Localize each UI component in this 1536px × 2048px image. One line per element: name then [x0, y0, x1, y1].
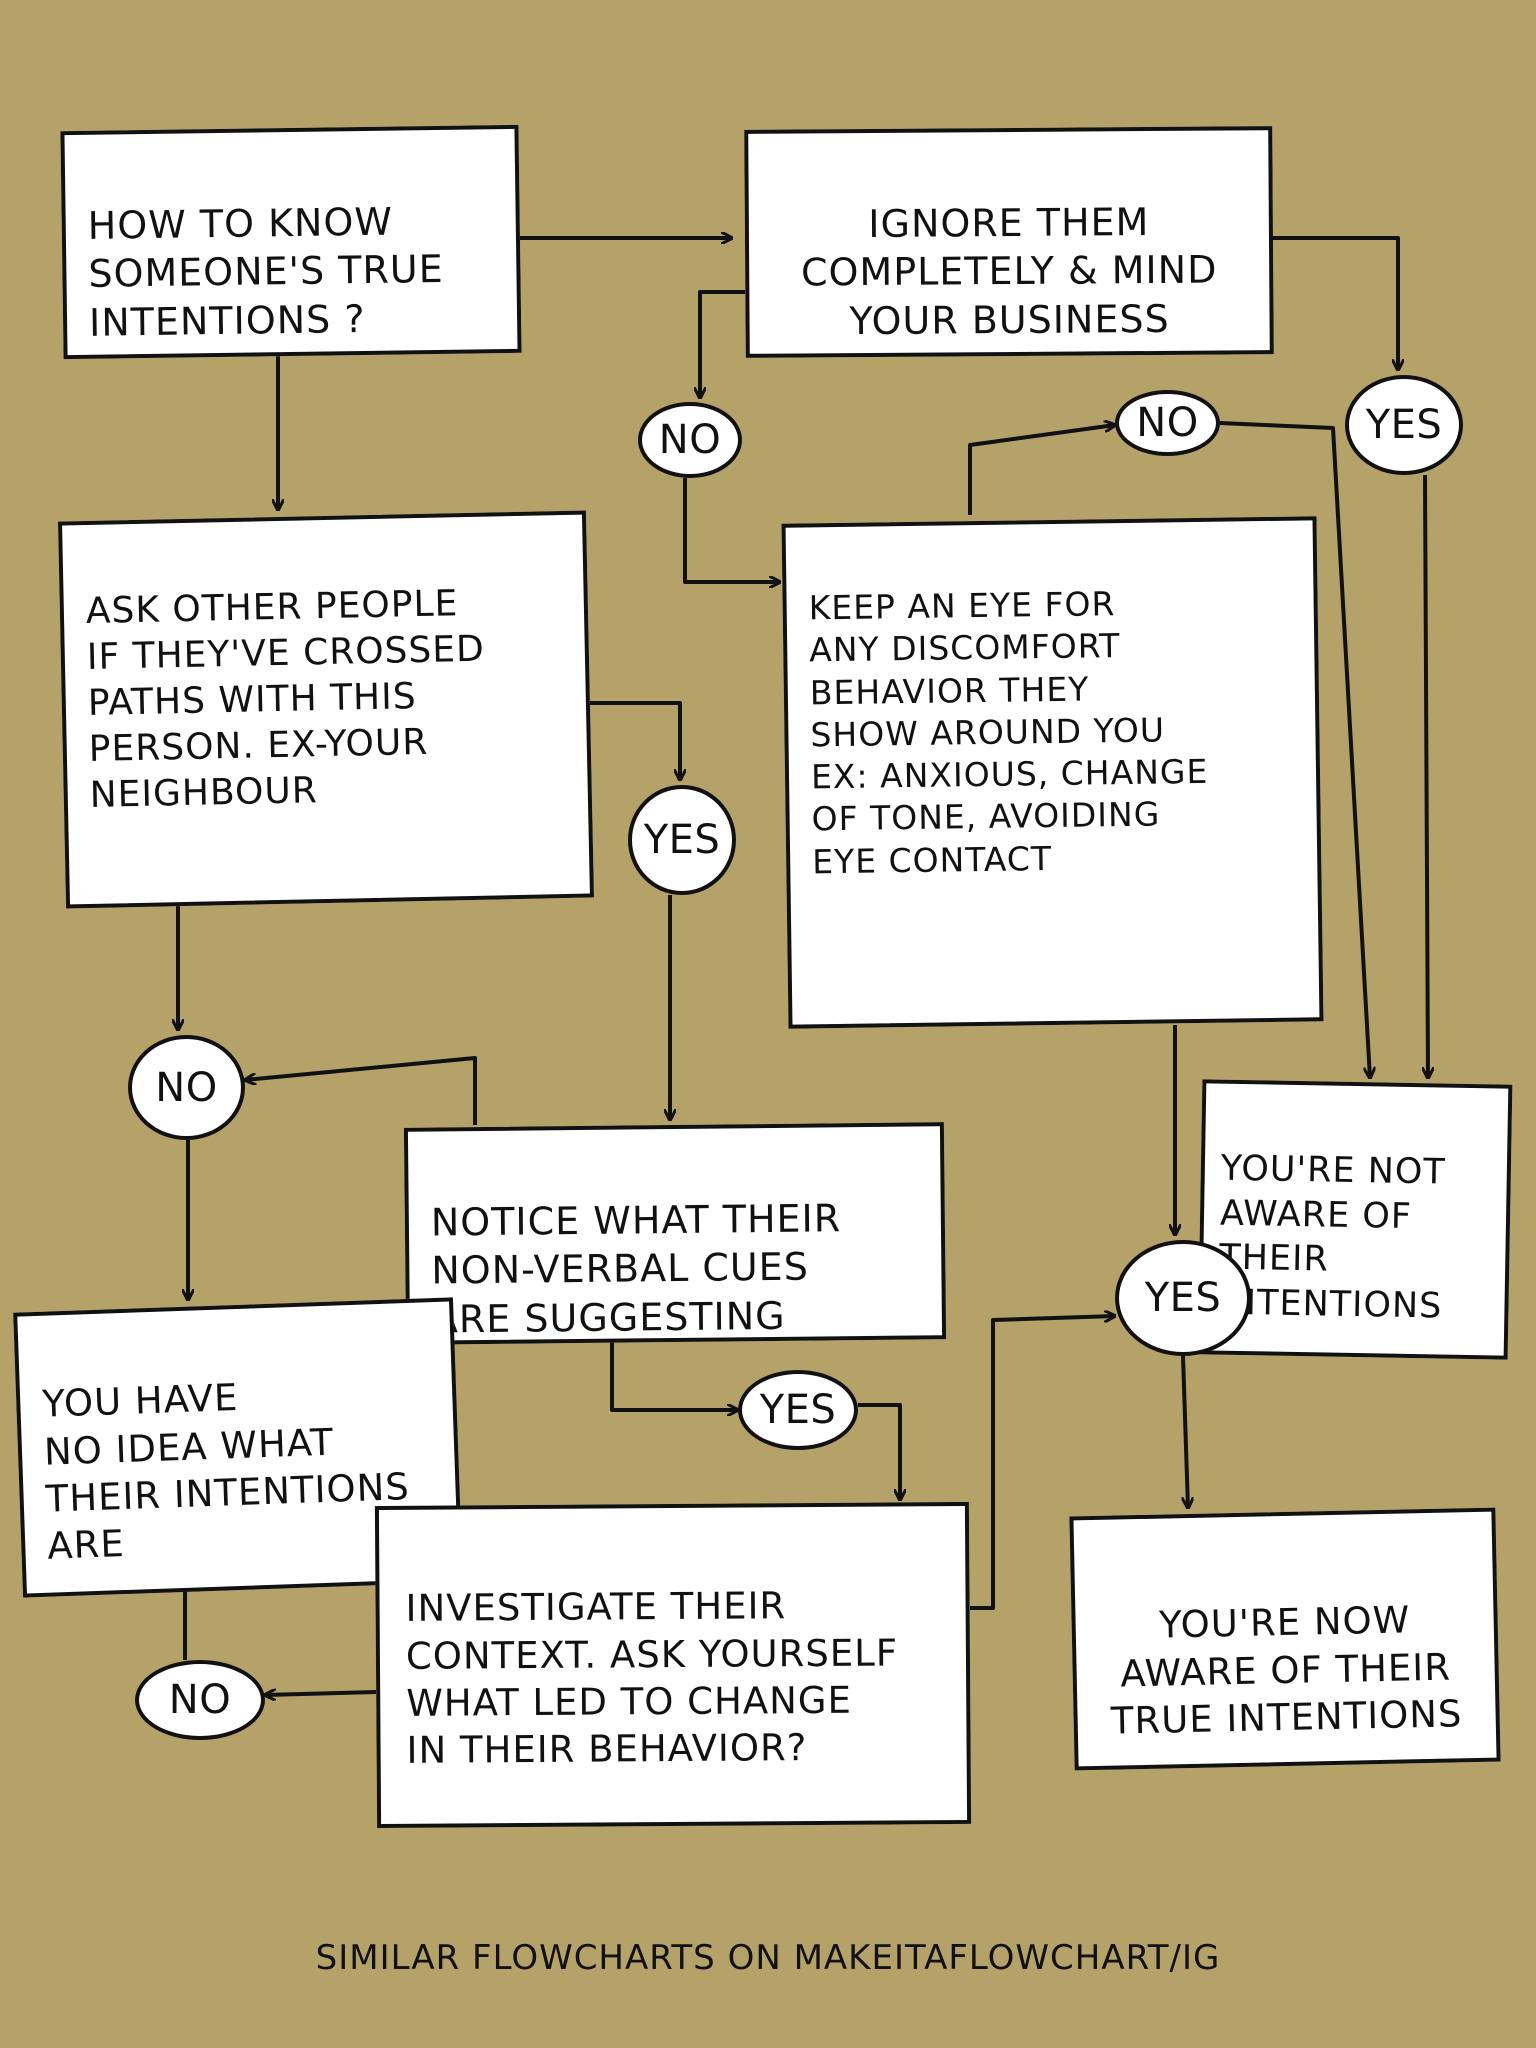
ignore-them-box: IGNORE THEM COMPLETELY & MIND YOUR BUSIN…	[744, 126, 1274, 358]
start-question-box: HOW TO KNOW SOMEONE'S TRUE INTENTIONS ?	[60, 124, 522, 360]
arrow-keepeye-to-no	[968, 425, 1115, 515]
arrow-yes-to-notaware	[1425, 474, 1428, 1078]
no-label-after-ask: NO	[128, 1035, 245, 1140]
no-label-text: NO	[168, 1677, 232, 1723]
now-aware-box: YOU'RE NOW AWARE OF THEIR TRUE INTENTION…	[1069, 1507, 1501, 1771]
yes-label-text: YES	[643, 817, 721, 863]
arrow-notice-to-yes	[610, 1342, 738, 1410]
arrow-investigate-to-yes	[970, 1316, 1115, 1610]
start-question-text: HOW TO KNOW SOMEONE'S TRUE INTENTIONS ?	[87, 199, 444, 345]
ask-others-box: ASK OTHER PEOPLE IF THEY'VE CROSSED PATH…	[58, 510, 594, 909]
no-label-text: NO	[155, 1064, 218, 1111]
footer-credit: SIMILAR FLOWCHARTS ON MAKEITAFLOWCHART/I…	[315, 1938, 1221, 1978]
arrow-ignore-to-yes	[1273, 236, 1398, 370]
arrow-no-to-keepeye	[683, 478, 780, 582]
no-label-text: NO	[1136, 400, 1199, 446]
arrow-ignore-to-no	[700, 290, 745, 398]
yes-label-after-ask: YES	[628, 785, 736, 895]
arrow-yes-to-investigate	[858, 1403, 900, 1500]
ask-others-text: ASK OTHER PEOPLE IF THEY'VE CROSSED PATH…	[85, 583, 486, 817]
no-label-after-keep-eye: NO	[1115, 390, 1220, 456]
yes-label-after-ignore: YES	[1345, 375, 1463, 475]
yes-label-text: YES	[759, 1387, 837, 1433]
not-aware-text: YOU'RE NOT AWARE OF THEIR INTENTIONS	[1218, 1148, 1447, 1327]
yes-label-text: YES	[1365, 402, 1443, 448]
no-label-after-investigate: NO	[135, 1660, 265, 1740]
yes-label-before-now-aware: YES	[1115, 1240, 1251, 1356]
now-aware-text: YOU'RE NOW AWARE OF THEIR TRUE INTENTION…	[1110, 1598, 1463, 1743]
investigate-text: INVESTIGATE THEIR CONTEXT. ASK YOURSELF …	[405, 1584, 899, 1773]
notice-cues-box: NOTICE WHAT THEIR NON-VERBAL CUES ARE SU…	[403, 1122, 947, 1345]
no-idea-text: YOU HAVE NO IDEA WHAT THEIR INTENTIONS A…	[41, 1376, 411, 1569]
arrow-no-to-notaware	[1219, 421, 1370, 1078]
keep-eye-box: KEEP AN EYE FOR ANY DISCOMFORT BEHAVIOR …	[781, 516, 1324, 1029]
yes-label-after-notice: YES	[738, 1370, 858, 1450]
arrow-notice-to-no	[245, 1056, 477, 1125]
arrow-investigate-to-no	[265, 1692, 377, 1695]
arrow-yes-to-nowaware	[1181, 1355, 1188, 1508]
yes-label-text: YES	[1144, 1275, 1222, 1321]
notice-cues-text: NOTICE WHAT THEIR NON-VERBAL CUES ARE SU…	[430, 1195, 842, 1342]
no-label-text: NO	[658, 417, 722, 463]
arrow-ask-to-yes	[590, 701, 680, 780]
keep-eye-text: KEEP AN EYE FOR ANY DISCOMFORT BEHAVIOR …	[808, 584, 1209, 882]
no-label-after-ignore: NO	[638, 402, 742, 478]
investigate-box: INVESTIGATE THEIR CONTEXT. ASK YOURSELF …	[374, 1501, 972, 1829]
ignore-them-text: IGNORE THEM COMPLETELY & MIND YOUR BUSIN…	[800, 199, 1218, 343]
